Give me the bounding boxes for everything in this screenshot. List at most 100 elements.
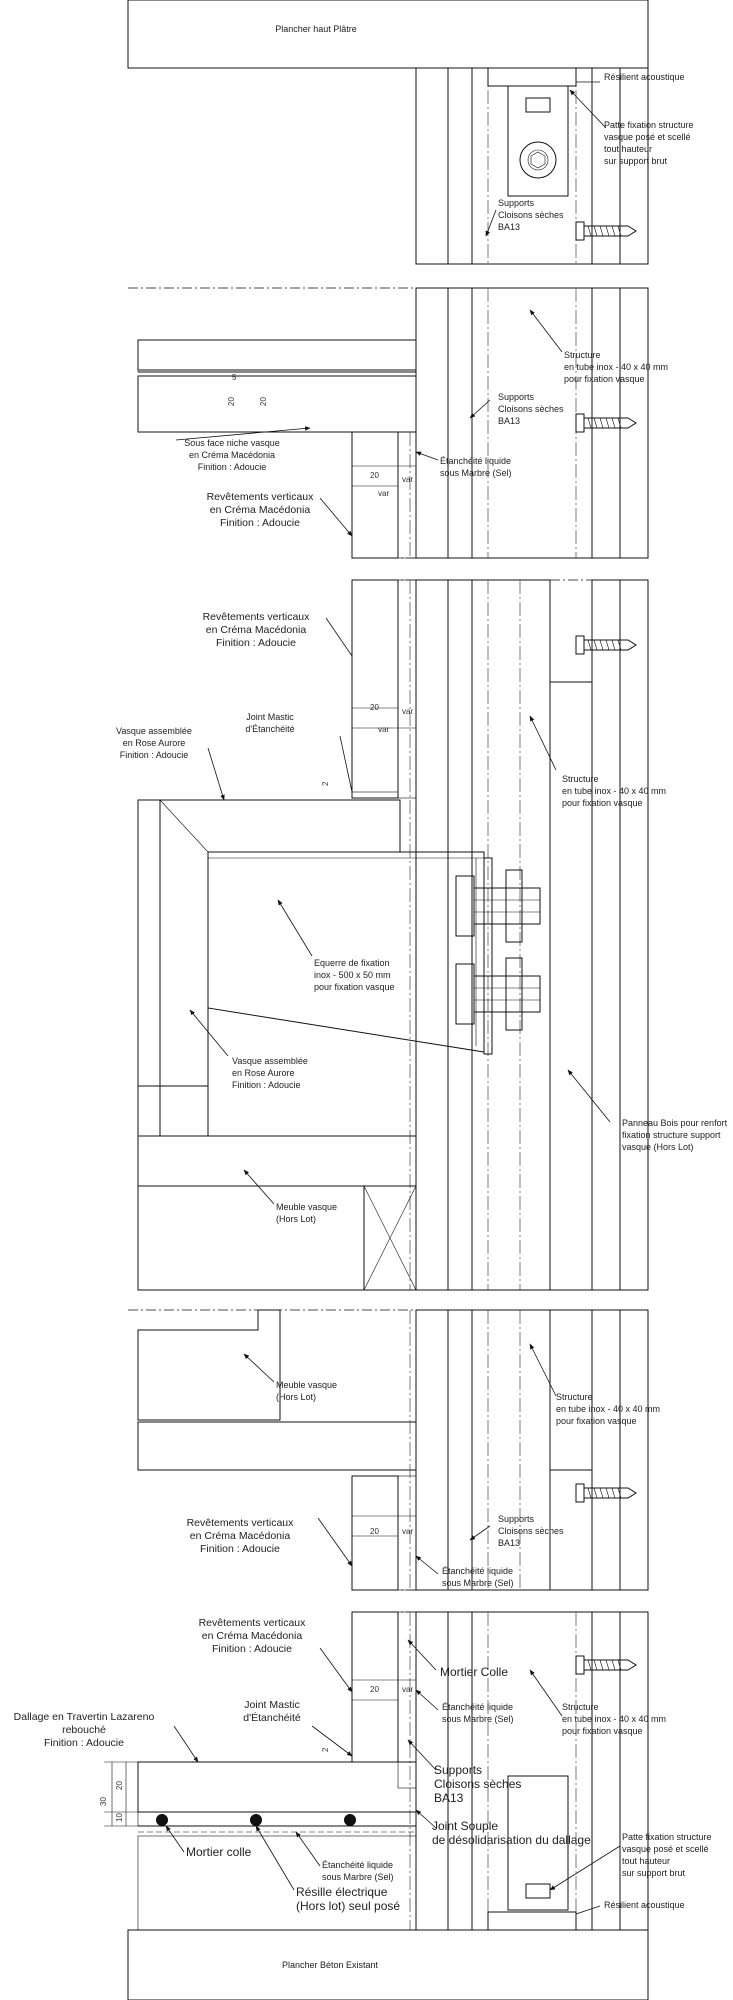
dim-20b: 20 (259, 397, 268, 406)
label-supports-1b: Cloisons sèches (498, 210, 564, 220)
meuble-top (137, 1135, 417, 1187)
label-rev-4c: Finition : Adoucie (200, 1543, 280, 1555)
label-sousface-a: Sous face niche vasque (184, 438, 280, 448)
label-rev-2c: Finition : Adoucie (220, 517, 300, 529)
dim-s4-var: var (402, 1527, 413, 1536)
label-structure-5a: Structure (562, 1702, 599, 1712)
label-etanch-4b: sous Marbre (Sel) (442, 1578, 514, 1588)
bolt-top (525, 97, 551, 113)
dim-s3-20: 20 (370, 703, 379, 712)
label-resille-a: Résille électrique (296, 1885, 388, 1899)
label-resilient-5: Résilient acoustique (604, 1900, 685, 1910)
label-dallage-c: Finition : Adoucie (44, 1737, 124, 1749)
label-patte-5c: tout hauteur (622, 1856, 670, 1866)
label-etanch-4a: Étanchéité liquide (442, 1566, 513, 1576)
wall-plaster-1 (415, 67, 449, 265)
dim-s2-var: var (402, 475, 413, 484)
label-joint-5a: Joint Mastic (244, 1699, 299, 1711)
label-mortier: Mortier Colle (440, 1665, 508, 1679)
label-structure-3c: pour fixation vasque (562, 798, 643, 808)
wall-plaster-4 (591, 67, 621, 265)
wall-plaster-3 (619, 67, 649, 265)
section-3 (137, 579, 649, 1291)
section-4 (128, 1309, 649, 1591)
bolt-head (519, 141, 557, 179)
label-etanch-5b: sous Marbre (Sel) (442, 1714, 514, 1724)
vertical-cladding-2 (351, 431, 399, 559)
section-1 (127, 0, 649, 265)
label-structure-2b: en tube inox - 40 x 40 mm (564, 362, 668, 372)
dim-s2-20: 20 (370, 471, 379, 480)
label-structure-3a: Structure (562, 774, 599, 784)
label-etanchfloor-a: Étanchéité liquide (322, 1860, 393, 1870)
label-equerre-c: pour fixation vasque (314, 982, 395, 992)
niche-soffit-stone (137, 375, 417, 433)
label-mortiercolle: Mortier colle (186, 1845, 252, 1859)
label-rev-2b: en Créma Macédonia (210, 504, 311, 516)
label-rev-2a: Revêtements verticaux (207, 491, 315, 503)
label-etanchfloor-b: sous Marbre (Sel) (322, 1872, 394, 1882)
label-vasqueB-b: en Rose Aurore (232, 1068, 295, 1078)
label-structure-2a: Structure (564, 350, 601, 360)
dim-30: 30 (99, 1797, 108, 1806)
label-panneau-a: Panneau Bois pour renfort (622, 1118, 728, 1128)
dim-s2-var2: var (378, 489, 389, 498)
label-structure-3b: en tube inox - 40 x 40 mm (562, 786, 666, 796)
label-structure-2c: pour fixation vasque (564, 374, 645, 384)
label-joint-3a: Joint Mastic (246, 712, 294, 722)
label-joint-5b: d'Étanchéité (243, 1711, 301, 1724)
dim-20c: 20 (115, 1781, 124, 1790)
resilient-strip-bottom (487, 1911, 577, 1931)
label-panneau-c: vasque (Hors Lot) (622, 1142, 694, 1152)
label-meuble-3b: (Hors Lot) (276, 1214, 316, 1224)
label-patte-5b: vasque posé et scellé (622, 1844, 709, 1854)
label-structure-4b: en tube inox - 40 x 40 mm (556, 1404, 660, 1414)
label-plancher-bas: Plancher Béton Existant (282, 1960, 379, 1970)
label-rev-5a: Revêtements verticaux (199, 1617, 307, 1629)
label-sousface-b: en Créma Macédonia (189, 450, 275, 460)
label-supports-5c: BA13 (434, 1791, 464, 1805)
dim-s3-2: 2 (321, 781, 330, 786)
patte-bracket (507, 85, 569, 197)
travertin-floor (137, 1761, 417, 1813)
label-supports-2c: BA13 (498, 416, 520, 426)
label-jointsouple-b: de désolidarisation du dallage (432, 1833, 591, 1847)
resilient-strip (487, 67, 577, 87)
label-plancher-haut: Plancher haut Plâtre (275, 24, 357, 34)
screw-head (575, 221, 585, 241)
dim-5: 5 (232, 373, 237, 382)
label-structure-5c: pour fixation vasque (562, 1726, 643, 1736)
label-rev-3a: Revêtements verticaux (203, 611, 311, 623)
label-jointsouple-a: Joint Souple (432, 1819, 498, 1833)
label-joint-3b: d'Étanchéité (245, 724, 294, 734)
label-structure-5b: en tube inox - 40 x 40 mm (562, 1714, 666, 1724)
label-vasqueA-b: en Rose Aurore (123, 738, 186, 748)
label-meuble-4a: Meuble vasque (276, 1380, 337, 1390)
label-equerre-b: inox - 500 x 50 mm (314, 970, 391, 980)
dim-s3-var: var (402, 707, 413, 716)
dim-s5-2: 2 (321, 1747, 330, 1752)
label-supports-5a: Supports (434, 1763, 482, 1777)
label-rev-5b: en Créma Macédonia (202, 1630, 303, 1642)
bolt-lower (455, 957, 541, 1031)
label-vasqueB-a: Vasque assemblée (232, 1056, 308, 1066)
label-dallage-a: Dallage en Travertin Lazareno (14, 1711, 155, 1723)
label-supports-4a: Supports (498, 1514, 535, 1524)
dim-s5-20: 20 (370, 1685, 379, 1694)
label-structure-4a: Structure (556, 1392, 593, 1402)
labels: Plancher haut Plâtre Résilient acoustiqu… (14, 24, 728, 1970)
label-rev-4a: Revêtements verticaux (187, 1517, 295, 1529)
label-resille-b: (Hors lot) seul posé (296, 1899, 400, 1913)
label-rev-4b: en Créma Macédonia (190, 1530, 291, 1542)
label-patte-4: sur support brut (604, 156, 668, 166)
ceiling-slab (127, 0, 649, 69)
wall-plaster-2 (447, 67, 473, 265)
bolt-upper (455, 869, 541, 943)
label-patte-1: Patte fixation structure (604, 120, 694, 130)
dim-s5-var: var (402, 1685, 413, 1694)
label-rev-5c: Finition : Adoucie (212, 1643, 292, 1655)
label-supports-2b: Cloisons sèches (498, 404, 564, 414)
label-dallage-b: rebouché (62, 1724, 106, 1736)
label-rev-3c: Finition : Adoucie (216, 637, 296, 649)
